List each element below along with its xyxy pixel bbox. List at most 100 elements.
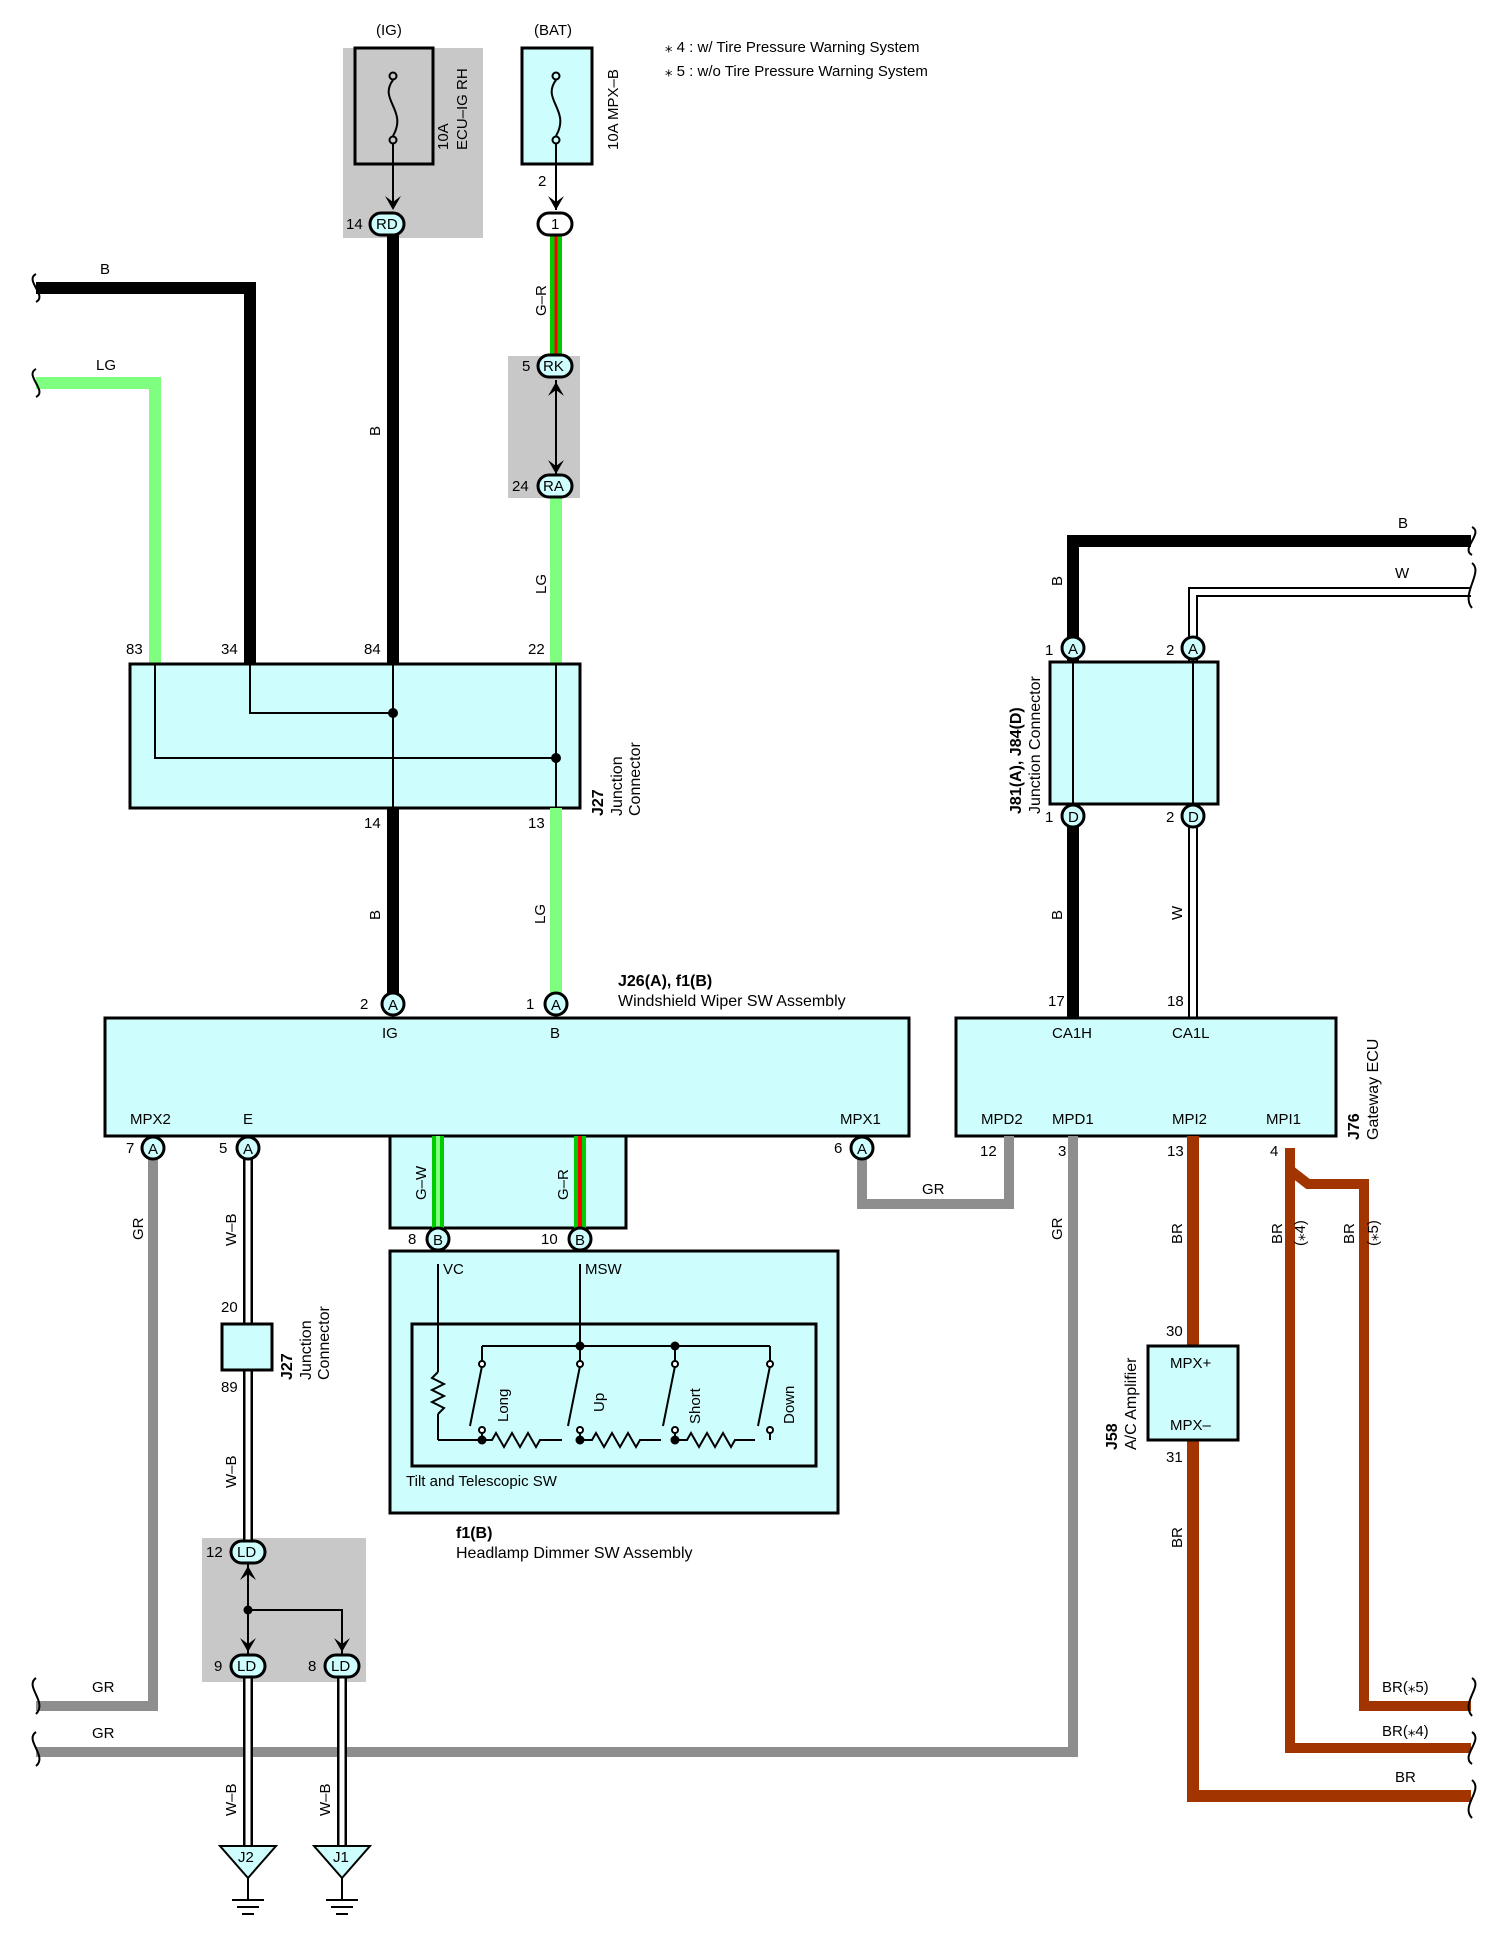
break-mark-br5 [1467,1677,1477,1717]
badge-wiper-a-ig: A [380,991,406,1017]
bat-fuse-name: 10A MPX–B [605,69,622,150]
svg-text:12: 12 [206,1544,223,1561]
badge-wiper-a-mpx2: A [140,1135,166,1161]
badge-rd: RD 14 [346,211,406,237]
ground-symbol-j2 [217,1845,279,1915]
j27-top-pin-34: 34 [221,641,238,658]
tilt-pin-vc: 8 [408,1231,416,1248]
tilt-term-vc: VC [443,1261,464,1278]
label-wire-b-right: B [1398,515,1408,532]
tilt-top-box [388,1134,628,1230]
gateway-term-mpd2: MPD2 [981,1111,1023,1128]
ac-amp-term-minus: MPX– [1170,1417,1212,1434]
svg-text:RA: RA [543,478,564,495]
ac-amp-term-plus: MPX+ [1170,1355,1212,1372]
label-wire-br4-right: BR(⁎4) [1382,1723,1429,1740]
ig-fuse-shade [343,48,483,238]
gateway-pin-17: 17 [1048,993,1065,1010]
j27-top-junction-1 [388,708,398,718]
label-wire-w-gateway: W [1169,905,1186,920]
badge-j81-d1: D [1060,803,1086,829]
svg-text:14: 14 [346,216,363,233]
wiper-pin-e: 5 [219,1140,227,1157]
wiper-term-mpx1: MPX1 [840,1111,881,1128]
note-star5: ⁎ 5 : w/o Tire Pressure Warning System [665,63,928,80]
badge-j81-d2: D [1180,803,1206,829]
break-mark-br [1467,1779,1477,1819]
gateway-term-mpi1: MPI1 [1266,1111,1301,1128]
wiper-pin-b: 1 [526,996,534,1013]
svg-text:8: 8 [308,1658,316,1675]
j27-top-pin-14: 14 [364,815,381,832]
j27-top-name: Junction [609,756,626,816]
label-wire-br-mpi1: BR [1269,1223,1286,1244]
svg-text:9: 9 [214,1658,222,1675]
j81-box [1048,660,1220,806]
gateway-term-ca1h: CA1H [1052,1025,1092,1042]
break-mark-gr-2 [31,1731,41,1767]
label-wire-wb-j2: W–B [223,1783,240,1816]
label-wire-br-bottom: BR [1169,1527,1186,1548]
ig-fuse-name-l2: ECU–IG RH [454,68,471,150]
j27-bottom-pin-89: 89 [221,1379,238,1396]
label-wire-lg-wiper: LG [532,904,549,924]
j27-top-pin-22: 22 [528,641,545,658]
label-wire-gr-bat: G–R [533,285,550,316]
tilt-assembly: Headlamp Dimmer SW Assembly [456,1545,693,1562]
label-wire-br5-v: BR [1341,1223,1358,1244]
j27-top-code: J27 [590,789,607,816]
ig-fuse-icon [387,71,399,205]
wiper-term-ig: IG [382,1025,398,1042]
svg-text:24: 24 [512,478,529,495]
gateway-code: J76 [1346,1113,1363,1140]
label-wire-br5-right: BR(⁎5) [1382,1679,1429,1696]
tilt-inner-box [410,1322,818,1468]
wiper-term-mpx2: MPX2 [130,1111,171,1128]
svg-text:A: A [1188,641,1198,658]
svg-text:A: A [857,1141,867,1158]
j81-pin-top-2: 2 [1166,642,1174,659]
svg-text:D: D [1188,809,1199,826]
connector-arrows [240,196,564,1652]
wiper-term-b: B [550,1025,560,1042]
label-wire-gr-mpd1: GR [1049,1217,1066,1240]
gateway-term-mpi2: MPI2 [1172,1111,1207,1128]
gateway-pin-12: 12 [980,1143,997,1160]
wire-gr-link [857,1136,1014,1209]
label-wire-wb-2: W–B [223,1455,240,1488]
tilt-switch-up: Up [591,1393,608,1412]
gateway-pin-3: 3 [1058,1143,1066,1160]
j81-pin-bottom-2: 2 [1166,809,1174,826]
svg-text:A: A [551,997,561,1014]
circle-badges: A A D D A A A A A B B [140,635,1206,1252]
label-wire-gr-link: GR [922,1181,945,1198]
badge-ra: RA 24 [512,473,574,499]
gateway-name: Gateway ECU [1365,1039,1382,1140]
j81-pin-bottom-1: 1 [1045,809,1053,826]
svg-text:A: A [1068,641,1078,658]
svg-text:RD: RD [376,216,398,233]
tilt-code: f1(B) [456,1525,492,1542]
ig-fuse-name-l1: 10A [435,123,452,150]
svg-text:LD: LD [237,1544,256,1561]
j27-top-box [128,662,582,810]
tilt-outer-box [388,1249,840,1515]
j27-bottom-code: J27 [279,1353,296,1380]
tilt-switch-long: Long [495,1389,512,1422]
break-mark-gr-1 [31,1677,41,1715]
gateway-box [954,1016,1338,1138]
wiper-pin-mpx1: 6 [834,1140,842,1157]
label-wire-lg-ra: LG [533,574,550,594]
break-mark-b-right [1467,526,1477,556]
svg-text:A: A [388,997,398,1014]
wire-br-mpi2 [1187,1136,1471,1802]
bat-fuse-icon [550,71,562,210]
ground-label-j2: J2 [238,1849,254,1866]
badge-wiper-a-e: A [235,1135,261,1161]
wire-gr-mpd1 [36,1136,1078,1757]
ig-fuse-header: (IG) [376,22,402,39]
label-wire-b-j81: B [1049,576,1066,586]
svg-text:A: A [243,1141,253,1158]
